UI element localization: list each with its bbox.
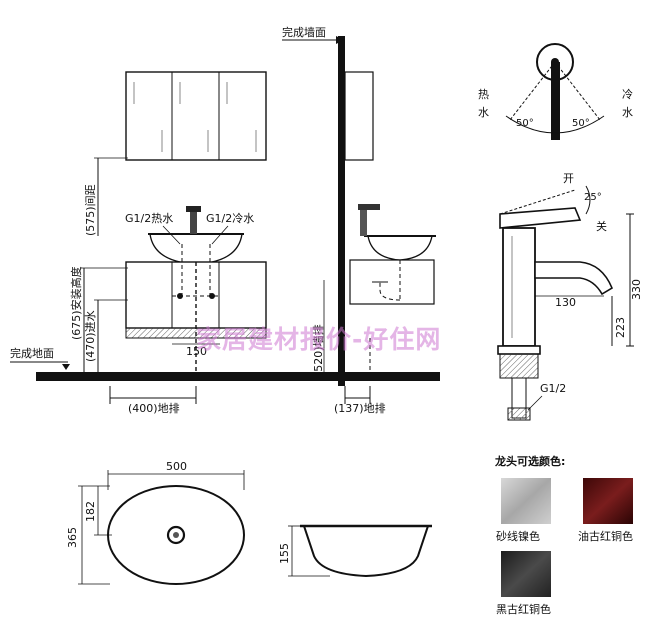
angle-left-label: 50° xyxy=(516,118,534,129)
basin-top-view: 500 365 182 xyxy=(66,460,245,585)
lever-rotation-diagram: 热 水 冷 水 50° 50° xyxy=(478,43,633,140)
colors-title: 龙头可选颜色: xyxy=(494,454,565,468)
thread-label: G1/2 xyxy=(540,382,566,395)
vanity-cabinet xyxy=(125,244,267,372)
basin-side-view: 155 xyxy=(278,524,432,578)
svg-text:水: 水 xyxy=(622,106,633,119)
swatch-black-copper-label: 黑古红铜色 xyxy=(496,602,551,616)
angle-right-label: 50° xyxy=(572,118,590,129)
spacing-150-label: 150 xyxy=(186,345,207,358)
basin-half-label: 182 xyxy=(84,501,97,522)
cold-water-pipe-label: G1/2冷水 xyxy=(206,212,254,225)
hot-water-pipe-label: G1/2热水 xyxy=(125,212,173,225)
wall-drain-label: (520)墙排 xyxy=(311,324,325,376)
finished-wall-label: 完成墙面 xyxy=(282,25,326,39)
spout-reach-label: 130 xyxy=(555,296,576,309)
wall-line xyxy=(338,36,345,386)
basin-depth-label: 365 xyxy=(66,527,79,548)
finished-floor-label: 完成地面 xyxy=(10,346,54,360)
basin-width-label: 500 xyxy=(166,460,187,473)
swatch-red-copper-label: 油古红铜色 xyxy=(578,529,633,543)
faucet-profile: 开 关 25° 130 330 223 G1/2 xyxy=(497,172,643,421)
hot-label: 热 xyxy=(478,88,489,101)
faucet-total-label: 330 xyxy=(630,279,643,300)
basin-side xyxy=(349,204,436,305)
water-inlet-label: (470)进水 xyxy=(84,310,97,362)
side-mirror-cabinet xyxy=(344,71,374,161)
swatch-nickel xyxy=(501,478,551,524)
watermark: 家居建材报价-好住网 xyxy=(196,325,442,354)
close-label: 关 xyxy=(596,219,607,233)
lever-angle-label: 25° xyxy=(584,192,602,203)
swatch-red-copper xyxy=(583,478,633,524)
swatch-black-copper xyxy=(501,551,551,597)
svg-text:水: 水 xyxy=(478,106,489,119)
floor-drain-137-label: (137)地排 xyxy=(334,401,386,415)
faucet-body-label: 223 xyxy=(614,317,627,338)
floor-drain-400-label: (400)地排 xyxy=(128,401,180,415)
open-label: 开 xyxy=(563,172,574,185)
spacing-label: (575)间距 xyxy=(84,184,97,236)
mirror-cabinet xyxy=(125,71,267,161)
finish-colors: 龙头可选颜色: 砂线镍色 油古红铜色 黑古红铜色 xyxy=(494,454,633,616)
install-height-label: (675)安装高度 xyxy=(69,266,83,340)
cold-label: 冷 xyxy=(622,88,633,101)
front-elevation: 完成墙面 完成地面 (575)间距 xyxy=(10,25,440,415)
basin-height-label: 155 xyxy=(278,543,291,564)
floor-line xyxy=(36,372,440,381)
swatch-nickel-label: 砂线镍色 xyxy=(496,529,540,543)
